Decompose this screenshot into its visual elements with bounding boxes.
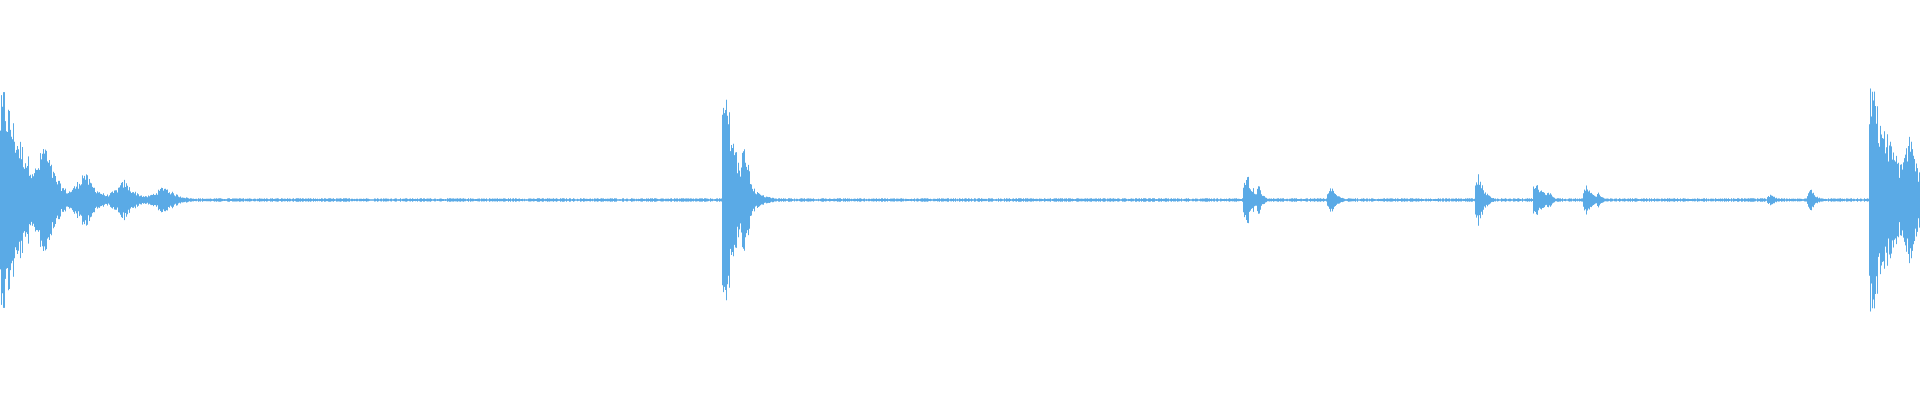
waveform-path-group: [0, 88, 1920, 312]
